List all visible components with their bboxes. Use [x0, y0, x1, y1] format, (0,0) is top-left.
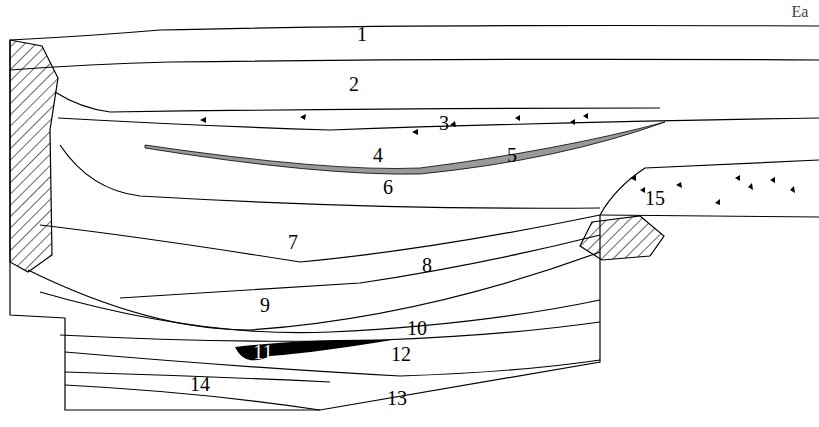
- orientation-label: Ea: [792, 4, 809, 20]
- layer-number: 8: [422, 255, 432, 275]
- stone-inclusions: [200, 113, 795, 205]
- layer-boundaries: [10, 26, 819, 411]
- layer-number: 12: [391, 344, 411, 364]
- layer-number: 14: [190, 374, 210, 394]
- layer-number: 6: [383, 177, 393, 197]
- layer-number: 11: [253, 342, 272, 362]
- ash-lens: [145, 122, 665, 174]
- layer-number: 3: [439, 113, 449, 133]
- stone-block: [580, 216, 664, 260]
- layer-number: 13: [387, 388, 407, 408]
- layer-number: 1: [357, 24, 367, 44]
- stone-wall: [10, 40, 58, 272]
- layer-number: 10: [407, 318, 427, 338]
- layer-number: 15: [645, 188, 665, 208]
- layer-number: 9: [260, 295, 270, 315]
- layer-number: 5: [507, 145, 517, 165]
- layer-number: 2: [349, 74, 359, 94]
- layer-number: 7: [288, 232, 298, 252]
- layer-number: 4: [373, 145, 383, 165]
